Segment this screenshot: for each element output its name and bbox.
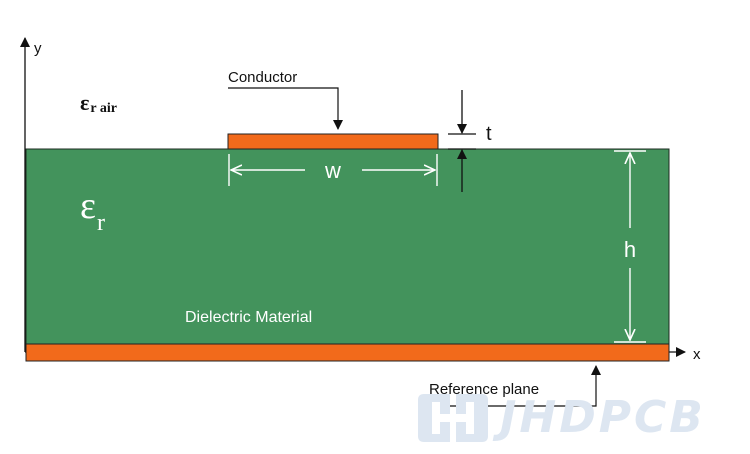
conductor-leader <box>228 87 343 130</box>
x-axis-label: x <box>693 346 701 363</box>
epsilon-r-label: εr <box>80 185 105 236</box>
y-axis-label: y <box>34 40 42 57</box>
dielectric-label: Dielectric Material <box>185 309 312 326</box>
epsilon-air-label: εr air <box>80 90 117 116</box>
reference-plane <box>25 343 670 362</box>
conductor-trace <box>227 133 439 150</box>
conductor-label: Conductor <box>228 69 297 86</box>
dielectric-substrate <box>25 148 670 345</box>
height-label: h <box>624 237 636 262</box>
thickness-label: t <box>486 123 492 145</box>
watermark-shield-icon <box>418 394 488 442</box>
watermark-logo: JHDPCB <box>418 390 748 448</box>
reference-plane-label: Reference plane <box>429 381 539 398</box>
width-label: w <box>324 158 341 183</box>
watermark-text: JHDPCB <box>500 392 706 443</box>
